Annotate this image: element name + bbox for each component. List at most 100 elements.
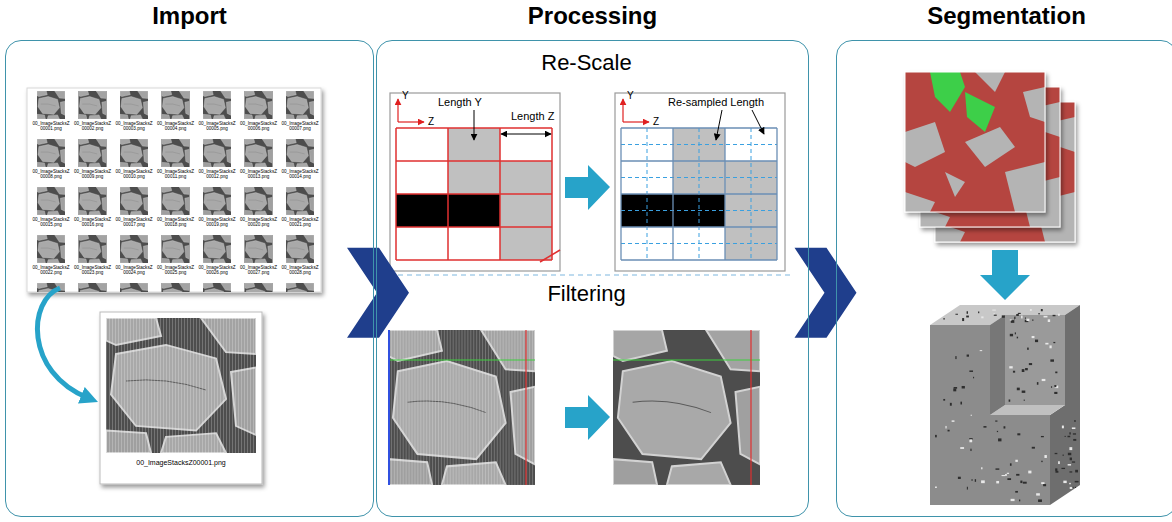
segmented-stack <box>930 72 965 112</box>
grid-after <box>716 110 722 140</box>
enlarged-image <box>106 318 256 453</box>
thumbnail-image <box>245 235 273 263</box>
image-before <box>388 330 535 485</box>
grid-after <box>621 128 777 260</box>
pore-speck <box>1043 484 1046 486</box>
pore-speck <box>1016 314 1019 316</box>
pore-speck <box>1070 487 1073 489</box>
grid-before <box>396 128 552 260</box>
pore-speck <box>1013 371 1015 373</box>
pore-speck <box>1022 369 1025 372</box>
pore-speck <box>1002 475 1006 476</box>
axis-label: Z <box>428 116 434 127</box>
pore-speck <box>1021 316 1022 319</box>
image-after <box>613 330 760 485</box>
thumbnail-image <box>37 187 65 215</box>
axis-label: Z <box>653 116 659 127</box>
pore-speck <box>1016 474 1019 476</box>
pore-speck <box>1022 391 1026 393</box>
file-name: 00_ImageStacksZ 00004.png <box>156 121 196 131</box>
pore-speck <box>1035 340 1038 343</box>
thumbnail-image <box>37 91 65 119</box>
image-before <box>388 359 535 360</box>
grid-after <box>752 110 764 134</box>
thumbnail-image <box>286 187 314 215</box>
pore-speck <box>1041 309 1043 311</box>
image-after <box>613 359 760 360</box>
pore-speck <box>1055 386 1058 389</box>
thumbnail-image <box>245 187 273 215</box>
pore-speck <box>1055 453 1058 454</box>
pore-speck <box>943 399 945 401</box>
pore-speck <box>980 350 982 351</box>
enlarged-image <box>106 318 256 453</box>
thumbnail-image <box>79 139 107 167</box>
pore-speck <box>1005 474 1007 476</box>
pore-speck <box>1041 482 1044 484</box>
pore-speck <box>950 403 952 406</box>
pore-speck <box>971 415 972 416</box>
section-title: Re-Scale <box>376 51 797 75</box>
pore-speck <box>1069 432 1070 434</box>
pore-speck <box>1055 471 1058 473</box>
pore-speck <box>1044 316 1048 318</box>
pore-speck <box>1050 359 1054 361</box>
thumbnail-image <box>162 91 190 119</box>
pore-speck <box>960 402 962 405</box>
pore-speck <box>1069 447 1072 450</box>
file-name: 00_ImageStacksZ 00011.png <box>156 169 196 179</box>
panel-heading: Segmentation <box>836 3 1172 29</box>
enlarged-image <box>100 312 262 484</box>
thumbnail-image <box>120 91 148 119</box>
pore-speck <box>983 426 986 428</box>
file-name: 00_ImageStacksZ 00024.png <box>114 265 154 275</box>
grid-after <box>615 93 785 271</box>
pore-speck <box>995 468 999 469</box>
pore-speck <box>1061 468 1065 469</box>
pore-speck <box>1070 487 1073 488</box>
grid-before <box>396 128 552 260</box>
pore-speck <box>1025 368 1028 370</box>
pore-speck <box>1063 455 1064 456</box>
pore-speck <box>1015 317 1016 320</box>
pore-speck <box>1036 493 1040 495</box>
pore-speck <box>1007 478 1011 480</box>
image-after <box>750 330 751 485</box>
pore-speck <box>1075 470 1078 473</box>
pore-speck <box>1073 439 1076 441</box>
pore-speck <box>1025 317 1026 318</box>
pore-speck <box>952 420 955 421</box>
file-name: 00_ImageStacksZ 00005.png <box>197 121 237 131</box>
pore-speck <box>1074 420 1075 422</box>
pore-speck <box>1023 482 1027 484</box>
image-before <box>388 330 535 485</box>
pore-speck <box>958 477 961 479</box>
file-name: 00_ImageStacksZ 00018.png <box>156 217 196 227</box>
thumbnail-image <box>286 139 314 167</box>
thumbnail-grid <box>27 88 321 292</box>
axis-label: Y <box>402 90 409 101</box>
flow-chevron <box>347 248 409 338</box>
grid-before <box>500 194 552 227</box>
thumbnail-image <box>286 235 314 263</box>
dimension-label: Length Y <box>438 96 482 108</box>
thumbnail-image <box>120 187 148 215</box>
thumbnail-image <box>245 91 273 119</box>
thumbnail-image <box>245 283 273 292</box>
panel-heading: Import <box>5 3 374 29</box>
pore-speck <box>1049 345 1051 348</box>
grid-before <box>396 128 560 262</box>
grid-before <box>390 93 560 271</box>
file-name: 00_ImageStacksZ 00017.png <box>114 217 154 227</box>
file-name: 00_ImageStacksZ 00025.png <box>156 265 196 275</box>
pore-speck <box>1065 436 1066 437</box>
volume-cube <box>930 305 1080 505</box>
volume-cube <box>1005 315 1065 405</box>
image-before <box>388 330 535 485</box>
thumbnail-image <box>203 283 231 292</box>
volume-cube <box>990 315 1005 415</box>
pore-speck <box>1053 315 1056 316</box>
stage-panel: Segmentation <box>836 0 1172 517</box>
pore-speck <box>1026 319 1029 321</box>
flow-chevron <box>795 248 857 338</box>
